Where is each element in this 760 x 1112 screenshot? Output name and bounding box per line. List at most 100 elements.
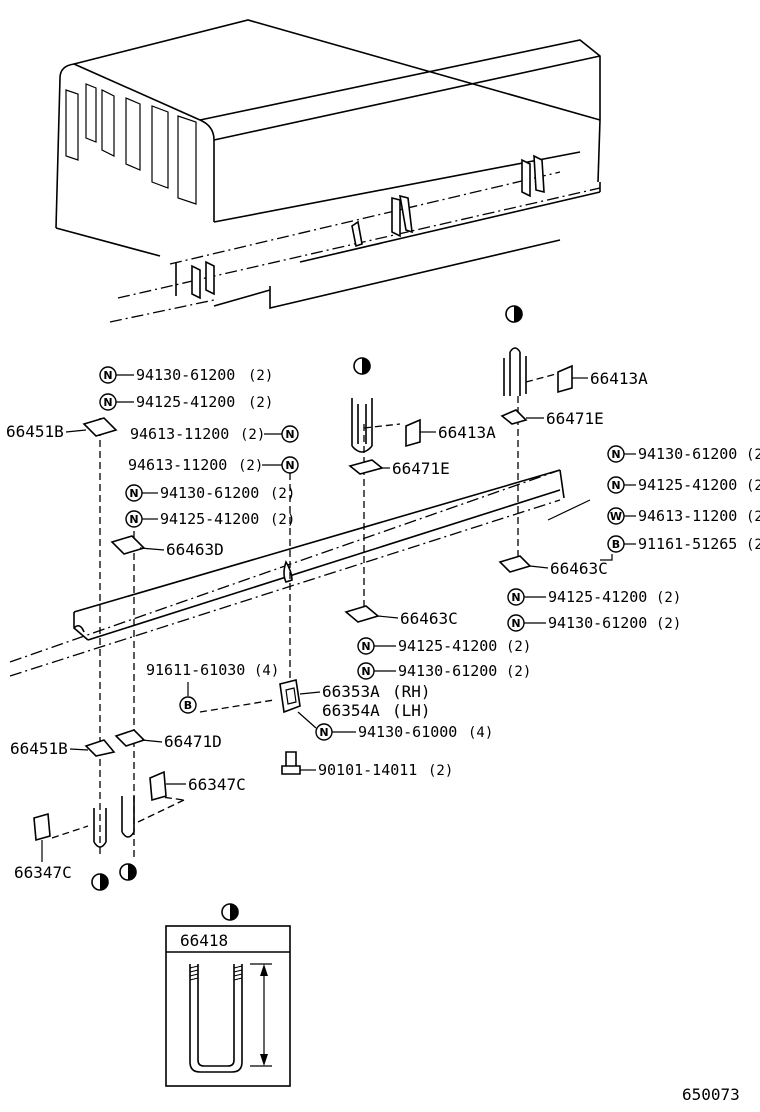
callout-66413A: 66413A <box>420 423 496 442</box>
callout-94125-41200: N 94125-41200 (2) <box>507 588 681 606</box>
part-number: 94130-61200 <box>548 614 647 632</box>
quantity: (2 <box>746 537 760 553</box>
callout-66471E: 66471E <box>380 459 450 478</box>
quantity: (2) <box>506 664 531 680</box>
quantity: (4) <box>254 663 279 679</box>
callout-66471E: 66471E <box>526 409 604 428</box>
callout-labels: N 94130-61200 (2) N 94125-41200 (2) 6645… <box>6 366 760 882</box>
symbol-n-icon: N <box>511 591 520 604</box>
callout-94130-61200: N 94130-61200 (2) <box>99 366 273 384</box>
symbol-w-icon: W <box>610 510 622 523</box>
part-number: 66471E <box>392 459 450 478</box>
quantity: (2) <box>248 368 273 384</box>
part-number: 91611-61030 <box>146 661 245 679</box>
part-number: 94125-41200 <box>160 510 259 528</box>
quantity: (2) <box>270 486 295 502</box>
half-circle-marker-icon <box>505 305 523 323</box>
part-number: 66353A <box>322 682 380 701</box>
part-number: 94130-61200 <box>638 445 737 463</box>
quantity: (2 <box>746 478 760 494</box>
symbol-n-icon: N <box>129 487 138 500</box>
callout-94613-11200: 94613-11200 (2) N <box>130 425 299 443</box>
quantity: (2) <box>428 763 453 779</box>
callout-66463C: 66463C <box>377 609 458 628</box>
quantity: (2) <box>238 458 263 474</box>
quantity: (2 <box>746 509 760 525</box>
callout-66471D: 66471D <box>141 732 222 751</box>
assembly-lines <box>51 373 557 860</box>
part-number: 94125-41200 <box>398 637 497 655</box>
half-circle-marker-icon <box>91 873 109 891</box>
callout-90101-14011: 90101-14011 (2) <box>300 761 453 779</box>
callout-94125-41200: N 94125-41200 (2) <box>357 637 531 655</box>
part-number: 66463D <box>166 540 224 559</box>
callout-94613-11200: W 94613-11200 (2 <box>607 507 760 525</box>
u-bolt-markers <box>91 305 523 891</box>
callout-66451B: 66451B <box>6 422 87 441</box>
quantity: (2) <box>506 639 531 655</box>
half-circle-marker-icon <box>353 357 371 375</box>
truck-cab-illustration <box>55 19 601 323</box>
callout-66347C: 66347C <box>14 840 72 882</box>
half-circle-marker-icon <box>119 863 137 881</box>
callout-66451B: 66451B <box>10 739 89 758</box>
inset-part-number: 66418 <box>180 931 228 950</box>
part-number: 94613-11200 <box>130 425 229 443</box>
callout-91611-61030: 91611-61030 (4) B <box>146 661 279 714</box>
callout-94130-61200: N 94130-61200 (2) <box>507 614 681 632</box>
part-number: 66451B <box>6 422 64 441</box>
part-number: 94125-41200 <box>548 588 647 606</box>
symbol-n-icon: N <box>361 640 370 653</box>
part-number: 66354A <box>322 701 380 720</box>
part-number: 90101-14011 <box>318 761 417 779</box>
figure-number: 650073 <box>682 1085 740 1104</box>
part-shapes <box>33 347 573 848</box>
part-number: 66451B <box>10 739 68 758</box>
quantity: (4) <box>468 725 493 741</box>
quantity: (2) <box>248 395 273 411</box>
symbol-n-icon: N <box>129 513 138 526</box>
frame-rail <box>9 469 591 677</box>
symbol-b-icon: B <box>184 699 192 712</box>
part-number: 94125-41200 <box>136 393 235 411</box>
callout-94130-61200: N 94130-61200 (2) <box>125 484 295 502</box>
part-number: 66471E <box>546 409 604 428</box>
part-number: 94613-11200 <box>128 456 227 474</box>
part-number: 94130-61200 <box>160 484 259 502</box>
quantity: (2) <box>270 512 295 528</box>
symbol-n-icon: N <box>361 665 370 678</box>
symbol-n-icon: N <box>319 726 328 739</box>
part-number: 66463C <box>550 559 608 578</box>
symbol-n-icon: N <box>611 448 620 461</box>
part-number: 66413A <box>438 423 496 442</box>
callout-94130-61200: N 94130-61200 (2) <box>357 662 531 680</box>
callout-66463C: 66463C <box>529 559 608 578</box>
part-number: 66471D <box>164 732 222 751</box>
inset-66418: 66418 <box>165 903 291 1087</box>
symbol-n-icon: N <box>103 396 112 409</box>
part-number: 94125-41200 <box>638 476 737 494</box>
callout-94125-41200: N 94125-41200 (2 <box>607 476 760 494</box>
part-number: 66413A <box>590 369 648 388</box>
part-number: 94130-61200 <box>398 662 497 680</box>
symbol-n-icon: N <box>103 369 112 382</box>
part-number: 91161-51265 <box>638 535 737 553</box>
part-number: 66347C <box>14 863 72 882</box>
callout-66354A: 66354A (LH) <box>322 701 431 720</box>
callout-66347C: 66347C <box>166 775 246 794</box>
callout-94130-61200: N 94130-61200 (2 <box>607 445 760 463</box>
quantity: (2 <box>746 447 760 463</box>
symbol-n-icon: N <box>285 459 294 472</box>
callout-94130-61000: N 94130-61000 (4) <box>297 711 493 741</box>
half-circle-marker-icon <box>221 903 239 921</box>
callout-66463D: 66463D <box>139 540 224 559</box>
part-number: 94130-61000 <box>358 723 457 741</box>
symbol-b-icon: B <box>612 538 620 551</box>
callout-94125-41200: N 94125-41200 (2) <box>99 393 273 411</box>
part-number: 94130-61200 <box>136 366 235 384</box>
part-number: 66463C <box>400 609 458 628</box>
callout-66413A: 66413A <box>572 369 648 388</box>
callout-94125-41200: N 94125-41200 (2) <box>125 510 295 528</box>
symbol-n-icon: N <box>611 479 620 492</box>
